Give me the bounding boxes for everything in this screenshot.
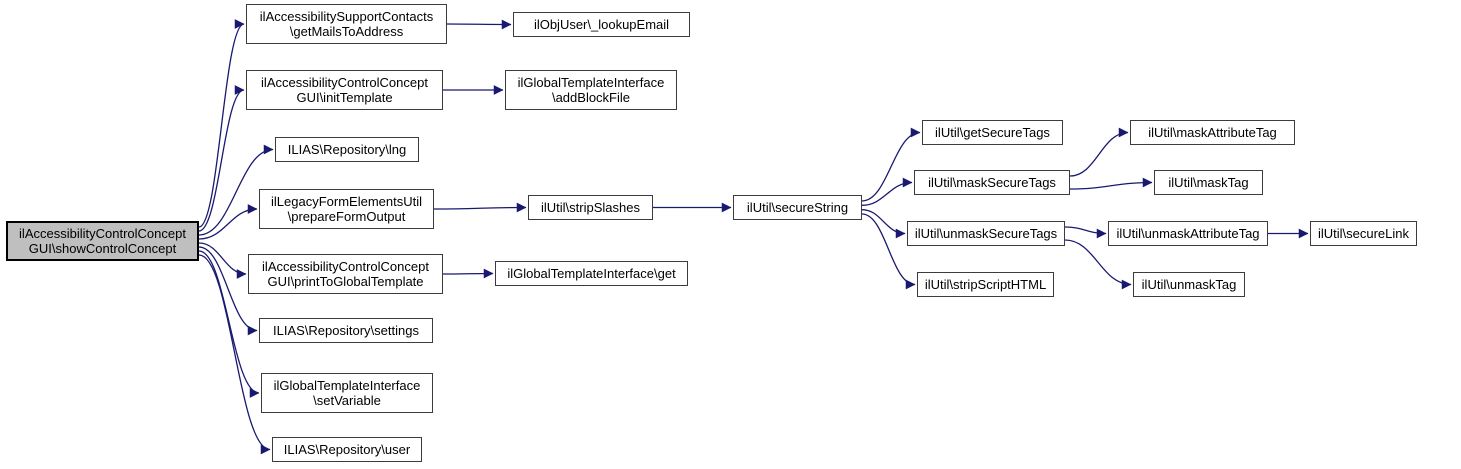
node-strip-script-html[interactable]: ilUtil\stripScriptHTML <box>917 272 1054 297</box>
node-get-secure-tags[interactable]: ilUtil\getSecureTags <box>922 120 1063 145</box>
node-unmask-secure-tags[interactable]: ilUtil\unmaskSecureTags <box>907 221 1065 246</box>
node-strip-slashes[interactable]: ilUtil\stripSlashes <box>528 195 653 220</box>
edge <box>442 268 494 279</box>
node-secure-string[interactable]: ilUtil\secureString <box>733 195 862 220</box>
edge <box>198 85 245 232</box>
node-unmask-attribute-tag[interactable]: ilUtil\unmaskAttributeTag <box>1108 221 1268 246</box>
node-secure-link[interactable]: ilUtil\secureLink <box>1310 221 1417 246</box>
node-repository-user[interactable]: ILIAS\Repository\user <box>272 437 422 462</box>
edge <box>198 242 247 279</box>
edge <box>1069 127 1129 177</box>
node-repository-lng[interactable]: ILIAS\Repository\lng <box>275 137 419 162</box>
edge <box>861 177 913 206</box>
edge <box>861 209 906 239</box>
edge <box>1064 226 1107 239</box>
node-unmask-tag[interactable]: ilUtil\unmaskTag <box>1133 272 1245 297</box>
node-init-template[interactable]: ilAccessibilityControlConcept GUI\initTe… <box>246 70 443 110</box>
node-get-mails-to-address[interactable]: ilAccessibilitySupportContacts \getMails… <box>246 4 447 44</box>
node-lookup-email[interactable]: ilObjUser\_lookupEmail <box>513 12 690 37</box>
edge <box>198 19 245 228</box>
edge <box>198 204 258 240</box>
edge <box>433 202 527 213</box>
node-print-to-global-template[interactable]: ilAccessibilityControlConcept GUI\printT… <box>248 254 443 294</box>
node-mask-attribute-tag[interactable]: ilUtil\maskAttributeTag <box>1130 120 1295 145</box>
node-prepare-form-output[interactable]: ilLegacyFormElementsUtil \prepareFormOut… <box>259 189 434 229</box>
edge <box>861 127 921 202</box>
node-global-template-get[interactable]: ilGlobalTemplateInterface\get <box>495 261 688 286</box>
node-set-variable[interactable]: ilGlobalTemplateInterface \setVariable <box>261 373 433 413</box>
edge <box>446 19 512 30</box>
node-mask-tag[interactable]: ilUtil\maskTag <box>1154 170 1263 195</box>
edge <box>1064 239 1132 290</box>
edge <box>1069 177 1153 190</box>
node-show-control-concept[interactable]: ilAccessibilityControlConcept GUI\showCo… <box>6 221 199 261</box>
node-mask-secure-tags[interactable]: ilUtil\maskSecureTags <box>914 170 1070 195</box>
node-add-block-file[interactable]: ilGlobalTemplateInterface \addBlockFile <box>505 70 677 110</box>
node-repository-settings[interactable]: ILIAS\Repository\settings <box>259 318 433 343</box>
